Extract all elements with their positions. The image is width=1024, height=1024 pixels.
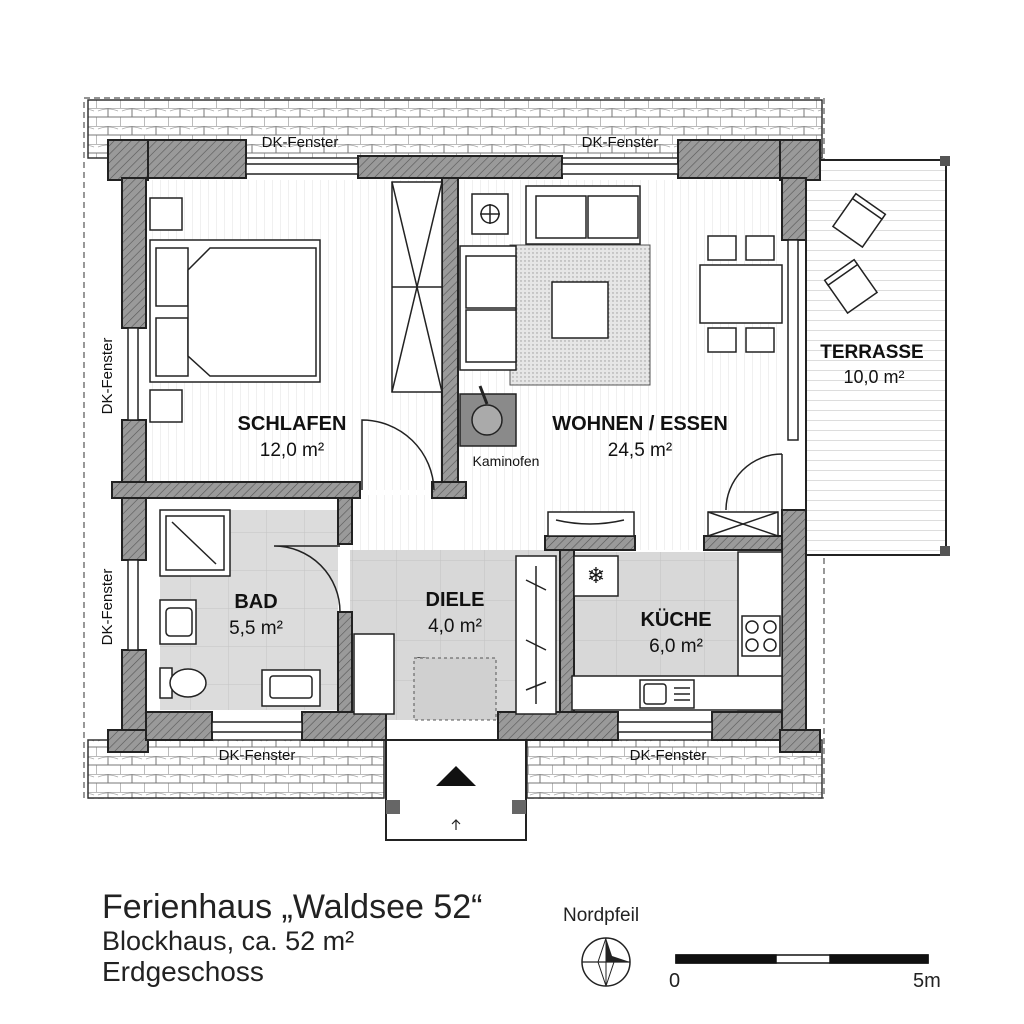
window-label: DK-Fenster (630, 747, 707, 764)
north-arrow-icon (581, 937, 631, 987)
bed (149, 239, 321, 383)
target-icon (471, 193, 509, 235)
freezer-icon: ❄ (587, 563, 605, 588)
shower (159, 509, 231, 577)
room-name-wohnen: WOHNEN / ESSEN (552, 413, 728, 435)
window-label: DK-Fenster (99, 569, 116, 646)
project-title: Ferienhaus „Waldsee 52“ (102, 888, 483, 926)
stove-icon (459, 385, 517, 447)
windows (127, 163, 799, 733)
scale-bar (675, 954, 929, 964)
armchair (459, 245, 517, 371)
room-area-kueche: 6,0 m² (649, 636, 703, 657)
nightstand (149, 389, 183, 423)
sofa (525, 185, 641, 245)
wardrobe (391, 181, 443, 393)
window-label: DK-Fenster (582, 134, 659, 151)
terrace-chair (831, 192, 887, 249)
room-name-bad: BAD (234, 591, 277, 613)
bathroom-cabinet (261, 669, 321, 707)
washbasin (159, 599, 197, 645)
room-area-terrasse: 10,0 m² (843, 367, 904, 387)
floor-name: Erdgeschoss (102, 956, 264, 988)
window-label: DK-Fenster (262, 134, 339, 151)
coffee-table (551, 281, 609, 339)
stove-label: Kaminofen (473, 453, 540, 469)
sideboard (547, 511, 779, 537)
window-label: DK-Fenster (99, 338, 116, 415)
terrace (805, 156, 950, 556)
room-area-diele: 4,0 m² (428, 616, 482, 637)
entrance (385, 739, 527, 841)
title-block: Ferienhaus „Waldsee 52“ Blockhaus, ca. 5… (102, 888, 482, 988)
hall-bench (353, 633, 395, 715)
sink-icon (639, 679, 695, 709)
north-arrow-label: Nordpfeil (563, 905, 640, 926)
room-name-kueche: KÜCHE (640, 608, 711, 631)
window-label: DK-Fenster (219, 747, 296, 764)
doormat (413, 657, 497, 721)
entrance-arrow-icon (436, 766, 476, 786)
toilet (159, 667, 207, 699)
room-area-wohnen: 24,5 m² (608, 440, 672, 461)
room-name-schlafen: SCHLAFEN (238, 413, 347, 435)
terrace-chair (823, 258, 879, 315)
scale-start-label: 0 (669, 970, 681, 992)
coat-rack (515, 555, 557, 715)
nightstand (149, 197, 183, 231)
room-area-bad: 5,5 m² (229, 618, 283, 639)
cooktop-icon (741, 615, 781, 657)
room-name-diele: DIELE (426, 589, 485, 611)
room-area-schlafen: 12,0 m² (260, 440, 324, 461)
scale-end-label: 5m (913, 970, 941, 992)
project-subtitle: Blockhaus, ca. 52 m² (102, 926, 355, 957)
dining-table (699, 235, 783, 353)
room-name-terrasse: TERRASSE (820, 342, 923, 363)
walls (107, 139, 821, 753)
